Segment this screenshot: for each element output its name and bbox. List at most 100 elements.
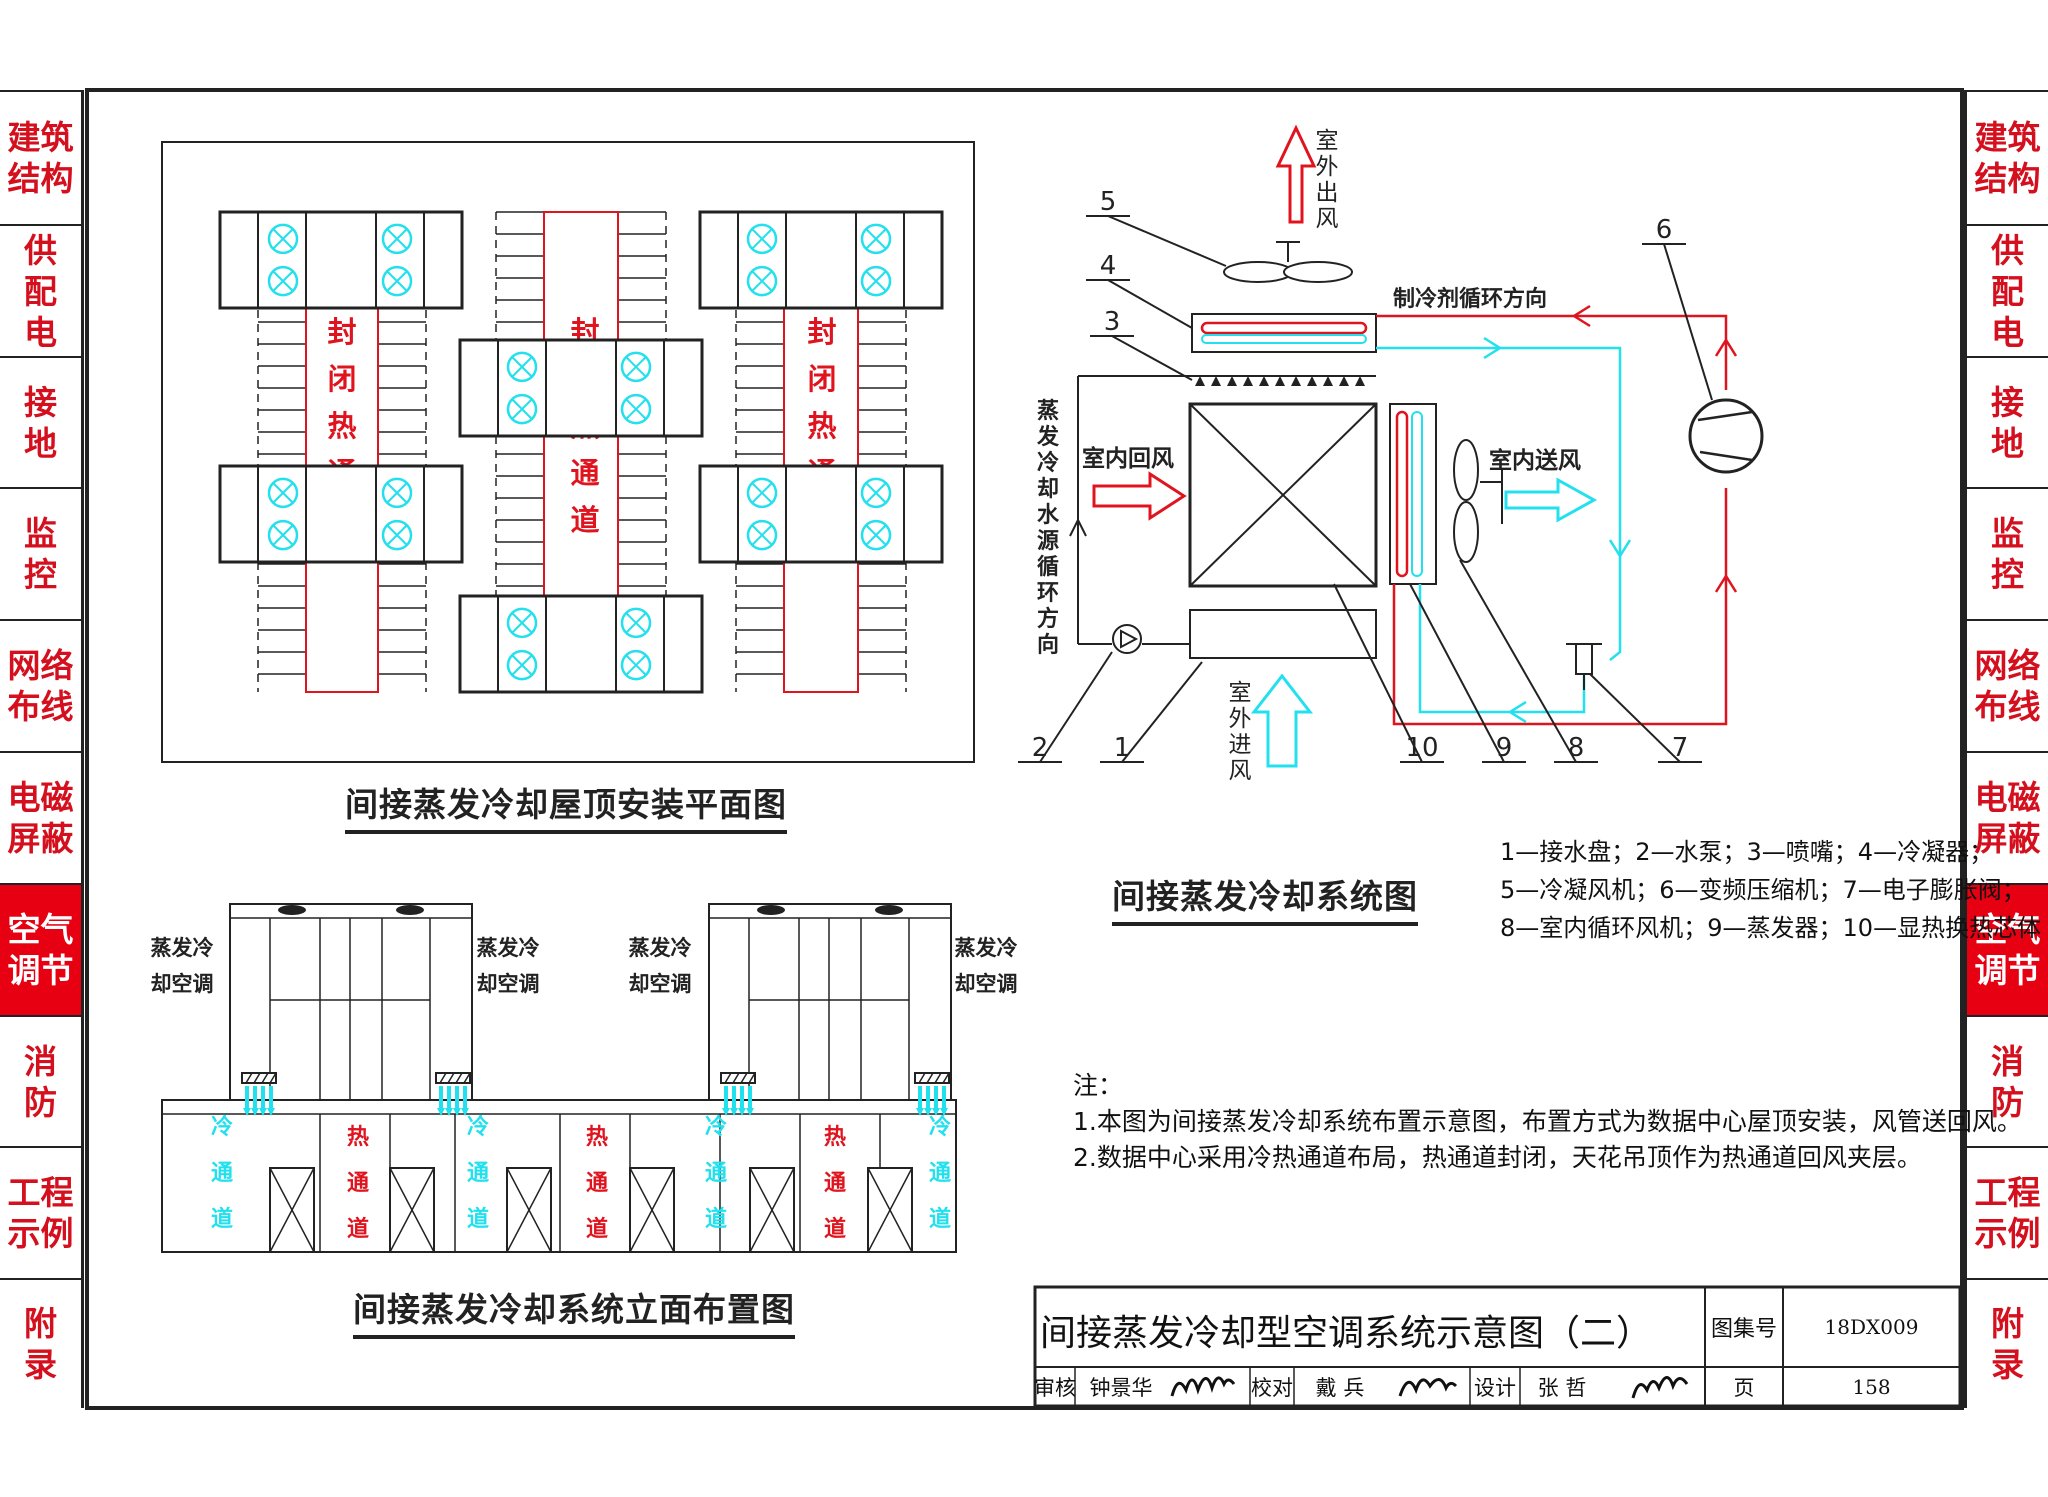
water-direction-char: 循	[1037, 554, 1059, 580]
pump-triangle	[1120, 629, 1139, 649]
cold-air-arrowhead	[445, 1108, 453, 1116]
fan-icon	[267, 519, 299, 551]
fan-cross	[751, 228, 773, 250]
evaporator-tube	[1395, 410, 1409, 578]
unit-label: 却空调	[477, 972, 540, 996]
side-tab-right-7[interactable]: 空气调节	[1964, 883, 2048, 1015]
side-tab-right-5[interactable]: 网络布线	[1964, 619, 2048, 751]
side-tab-right-8[interactable]: 消防	[1964, 1015, 2048, 1146]
cold-air-arrowhead	[722, 1108, 730, 1116]
fan-cross	[751, 270, 773, 292]
refrigerant-arrow	[1714, 573, 1738, 593]
intake-label-char: 风	[1229, 758, 1252, 784]
side-tab-right-3[interactable]: 接地	[1964, 356, 2048, 487]
side-tab-label: 接地	[24, 382, 57, 463]
fan-cross	[625, 356, 647, 378]
side-tab-left-9[interactable]: 工程示例	[0, 1146, 84, 1278]
indoor-return-arrow	[1092, 471, 1187, 521]
checker-name: 戴 兵	[1315, 1375, 1365, 1400]
side-tab-right-6[interactable]: 电磁屏蔽	[1964, 751, 2048, 883]
water-direction-char: 蒸	[1037, 399, 1059, 424]
side-tab-label: 供配电	[24, 230, 57, 352]
refrigerant-line-red	[1392, 488, 1728, 726]
grille-slat	[269, 1072, 277, 1084]
side-tab-right-9[interactable]: 工程示例	[1964, 1146, 2048, 1278]
spray-nozzle	[1211, 376, 1221, 386]
fan-cross	[511, 612, 533, 634]
side-tab-left-1[interactable]: 建筑结构	[0, 90, 84, 224]
callout-number-8: 8	[1568, 733, 1585, 763]
spray-nozzle	[1275, 376, 1285, 386]
cold-aisle-label-char: 通	[705, 1161, 727, 1186]
evaporative-unit	[698, 210, 944, 310]
cold-air-arrowhead	[437, 1108, 445, 1116]
fan-cross	[386, 524, 408, 546]
spray-nozzle	[1227, 376, 1237, 386]
hot-aisle-label-char: 道	[570, 503, 599, 537]
side-tab-label: 网络布线	[7, 646, 74, 726]
fan-icon	[506, 351, 538, 383]
side-tab-label: 电磁屏蔽	[7, 778, 74, 858]
fan-icon	[746, 477, 778, 509]
fan-cross	[625, 398, 647, 420]
hot-aisle-label-char: 道	[586, 1216, 608, 1242]
hot-aisle-label-char: 通	[586, 1171, 608, 1196]
spray-nozzle	[1307, 376, 1317, 386]
grille-slat	[463, 1072, 471, 1084]
cold-air-arrowhead	[453, 1108, 461, 1116]
cold-aisle-label-char: 道	[929, 1206, 951, 1232]
side-tab-left-10[interactable]: 附录	[0, 1278, 84, 1408]
fan-icon	[506, 649, 538, 681]
side-tab-right-1[interactable]: 建筑结构	[1964, 90, 2048, 224]
unit-label: 却空调	[151, 972, 214, 996]
water-direction-char: 方	[1037, 606, 1059, 632]
fan-icon	[620, 607, 652, 639]
leader-line	[1121, 661, 1203, 763]
evaporative-unit	[458, 338, 704, 438]
side-tab-label: 监控	[24, 514, 57, 594]
side-tab-left-5[interactable]: 网络布线	[0, 619, 84, 751]
water-direction-char: 却	[1037, 477, 1059, 502]
supply-grille	[435, 1072, 471, 1084]
notes-heading: 注：	[1073, 1071, 1124, 1100]
side-tab-label: 空气调节	[7, 910, 74, 990]
side-tab-label: 空气调节	[1974, 910, 2041, 990]
cold-aisle-label-char: 道	[467, 1206, 489, 1232]
side-tab-left-8[interactable]: 消防	[0, 1015, 84, 1146]
evaporator-tube	[1411, 411, 1423, 577]
fan-cross	[751, 482, 773, 504]
leader-line	[1589, 673, 1681, 763]
exhaust-label-char: 外	[1316, 154, 1339, 180]
side-tab-label: 建筑结构	[1974, 118, 2041, 198]
drawing-title: 间接蒸发冷却型空调系统示意图（二）	[1040, 1313, 1653, 1354]
side-tab-right-4[interactable]: 监控	[1964, 487, 2048, 619]
fan-cross	[865, 228, 887, 250]
side-tab-label: 监控	[1991, 514, 2024, 594]
cold-air-arrowhead	[924, 1108, 932, 1116]
callout-number-1: 1	[1114, 733, 1131, 763]
fan-icon	[267, 265, 299, 297]
hot-aisle-label-char: 闭	[327, 362, 356, 396]
rack-x	[506, 1167, 552, 1253]
leader-line	[1111, 335, 1193, 381]
side-tab-left-4[interactable]: 监控	[0, 487, 84, 619]
cold-air-arrowhead	[461, 1108, 469, 1116]
fan-cross	[272, 482, 294, 504]
side-tab-label: 电磁屏蔽	[1974, 778, 2041, 858]
side-tab-left-3[interactable]: 接地	[0, 356, 84, 487]
cold-air-arrowhead	[932, 1108, 940, 1116]
note-item: 2.数据中心采用冷热通道布局，热通道封闭，天花吊顶作为热通道回风夹层。	[1073, 1143, 1922, 1172]
side-tab-right-2[interactable]: 供配电	[1964, 224, 2048, 356]
side-tab-right-10[interactable]: 附录	[1964, 1278, 2048, 1408]
side-tab-left-7[interactable]: 空气调节	[0, 883, 84, 1015]
atlas-label: 图集号	[1710, 1317, 1777, 1342]
review-label: 审核	[1034, 1375, 1076, 1400]
unit-label: 蒸发冷	[151, 936, 214, 960]
fan-top-icon	[757, 905, 785, 915]
spray-nozzle	[1323, 376, 1333, 386]
side-tab-left-2[interactable]: 供配电	[0, 224, 84, 356]
side-tab-left-6[interactable]: 电磁屏蔽	[0, 751, 84, 883]
fan-top-icon	[278, 905, 306, 915]
